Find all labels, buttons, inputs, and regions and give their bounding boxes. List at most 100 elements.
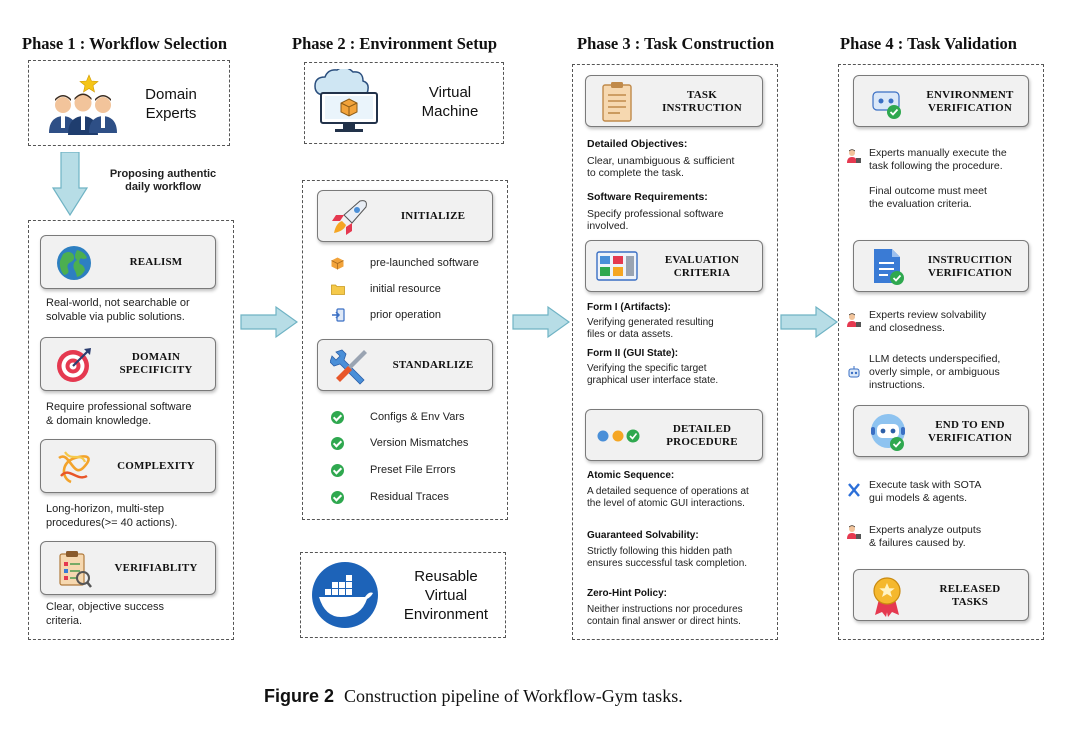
- agent-x-icon: [848, 483, 860, 497]
- check-icon: [331, 491, 344, 504]
- check-icon: [331, 411, 344, 424]
- verifiability-card: VERIFIABLITY: [40, 541, 216, 595]
- std-item-residual: Residual Traces: [370, 491, 449, 503]
- virtual-machine-icon: [314, 69, 378, 132]
- proposing-workflow-label: Proposing authentic daily workflow: [109, 168, 217, 193]
- phase-1-title: Phase 1 : Workflow Selection: [22, 34, 228, 53]
- std-item-preset: Preset File Errors: [370, 464, 456, 476]
- verifiability-label: VERIFIABLITY: [114, 562, 198, 574]
- globe-icon: [57, 246, 91, 280]
- init-item-operation: prior operation: [370, 309, 441, 321]
- std-item-version: Version Mismatches: [370, 437, 469, 449]
- check-icon: [331, 437, 344, 450]
- guaranteed-solvability-heading: Guaranteed Solvability:: [587, 530, 699, 541]
- figure-caption: Figure 2 Construction pipeline of Workflo…: [264, 686, 683, 707]
- target-icon: [57, 348, 91, 382]
- atomic-sequence-heading: Atomic Sequence:: [587, 470, 675, 481]
- init-item-software: pre-launched software: [370, 257, 479, 269]
- phase2-setup-box: INITIALIZE pre-launched software initial…: [302, 180, 508, 520]
- arrow-phase1-to-2: [240, 305, 298, 339]
- init-item-resource: initial resource: [370, 283, 441, 295]
- expert-person-icon: [847, 525, 861, 539]
- award-medal-icon: [873, 577, 901, 617]
- realism-label: REALISM: [129, 256, 183, 268]
- document-check-icon: [874, 249, 904, 285]
- analyze-desc: Experts analyze outputs& failures caused…: [869, 524, 982, 549]
- complexity-card: COMPLEXITY: [40, 439, 216, 493]
- arrow-phase3-to-4: [780, 305, 838, 339]
- check-icon: [331, 464, 344, 477]
- detailed-objectives-heading: Detailed Objectives:: [587, 138, 688, 150]
- process-dots-icon: [597, 429, 640, 443]
- arrow-phase2-to-3: [512, 305, 570, 339]
- expert-person-icon: [847, 149, 861, 163]
- docker-icon: [312, 562, 378, 628]
- rocket-icon: [332, 200, 367, 235]
- clipboard-check-icon: [59, 551, 92, 588]
- domain-experts-box: Domain Experts: [28, 60, 230, 146]
- down-arrow: [52, 152, 88, 216]
- experts-icon: [49, 74, 117, 135]
- phase-2-title: Phase 2 : Environment Setup: [292, 34, 498, 53]
- form1-heading: Form I (Artifacts):: [587, 302, 671, 313]
- zero-hint-heading: Zero-Hint Policy:: [587, 588, 668, 599]
- experts-label: Domain Experts: [145, 86, 197, 122]
- software-requirements-heading: Software Requirements:: [587, 191, 708, 203]
- dashboard-icon: [596, 251, 638, 281]
- tools-icon: [330, 349, 367, 385]
- expert-person-icon: [847, 313, 861, 327]
- domain-specificity-desc: Require professional software& domain kn…: [46, 401, 192, 427]
- document-icon: [602, 82, 632, 122]
- login-icon: [332, 308, 345, 322]
- complexity-label: COMPLEXITY: [117, 460, 195, 472]
- realism-card: REALISM: [40, 235, 216, 289]
- form2-heading: Form II (GUI State):: [587, 348, 679, 359]
- phase-4-title: Phase 4 : Task Validation: [840, 34, 1017, 53]
- figure-number: Figure 2: [264, 686, 335, 706]
- bot-check-icon: [871, 414, 905, 451]
- phase-3-title: Phase 3 : Task Construction: [577, 34, 775, 53]
- robot-check-icon: [872, 91, 901, 119]
- initialize-card: INITIALIZE: [317, 190, 493, 242]
- llm-detects-desc: LLM detects underspecified,overly simple…: [869, 353, 1001, 391]
- folder-icon: [331, 284, 345, 295]
- figure-caption-text: Construction pipeline of Workflow-Gym ta…: [344, 686, 683, 706]
- box-icon: [331, 257, 344, 270]
